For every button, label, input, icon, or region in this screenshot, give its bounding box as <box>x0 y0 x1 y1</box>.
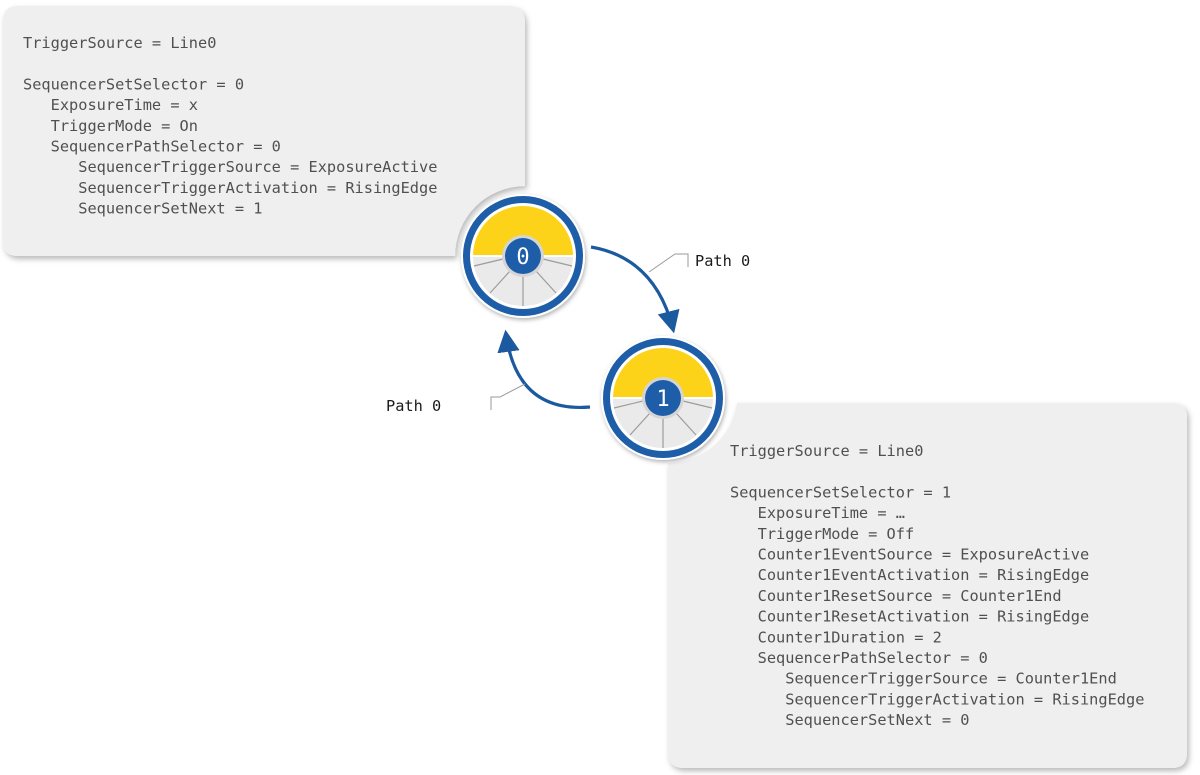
parameter-line: SequencerPathSelector = 0 <box>730 649 988 667</box>
parameter-line: SequencerSetNext = 0 <box>730 711 969 729</box>
parameter-line: TriggerMode = Off <box>730 525 914 543</box>
set-1-number: 1 <box>656 387 669 412</box>
set-1-panel-background <box>668 403 1187 768</box>
parameter-line: SequencerTriggerSource = Counter1End <box>730 670 1117 688</box>
parameter-line: TriggerSource = Line0 <box>23 34 216 52</box>
path-label-0-leader <box>648 253 689 273</box>
parameter-line: Counter1ResetActivation = RisingEdge <box>730 608 1089 626</box>
parameter-line: SequencerPathSelector = 0 <box>23 138 281 156</box>
parameter-line: Counter1Duration = 2 <box>730 628 942 646</box>
parameter-line: SequencerTriggerSource = ExposureActive <box>23 158 437 176</box>
parameter-line: Counter1ResetSource = Counter1End <box>730 587 1062 605</box>
parameter-line: SequencerSetNext = 1 <box>23 200 262 218</box>
parameter-line: SequencerTriggerActivation = RisingEdge <box>23 179 437 197</box>
parameter-line: ExposureTime = … <box>730 504 905 522</box>
path-label-0: Path 0 <box>695 252 750 270</box>
set-1-badge: 1 <box>601 336 725 460</box>
set-0-number: 0 <box>516 245 529 270</box>
path-label-1: Path 0 <box>386 397 441 415</box>
transition-arrow-1-to-0 <box>497 329 591 410</box>
transitions: Path 0 Path 0 <box>386 245 750 415</box>
parameter-line: ExposureTime = x <box>23 96 198 114</box>
parameter-line: SequencerTriggerActivation = RisingEdge <box>730 690 1144 708</box>
path-label-1-leader <box>490 383 526 410</box>
parameter-line: TriggerSource = Line0 <box>730 442 923 460</box>
parameter-line: Counter1EventSource = ExposureActive <box>730 546 1089 564</box>
parameter-line: SequencerSetSelector = 0 <box>23 75 244 93</box>
parameter-line: TriggerMode = On <box>23 117 198 135</box>
set-0-panel-background <box>3 6 525 256</box>
transition-arrow-0-to-1 <box>590 245 680 334</box>
parameter-line: SequencerSetSelector = 1 <box>730 483 951 501</box>
set-0-badge: 0 <box>461 194 585 318</box>
parameter-line: Counter1EventActivation = RisingEdge <box>730 566 1089 584</box>
